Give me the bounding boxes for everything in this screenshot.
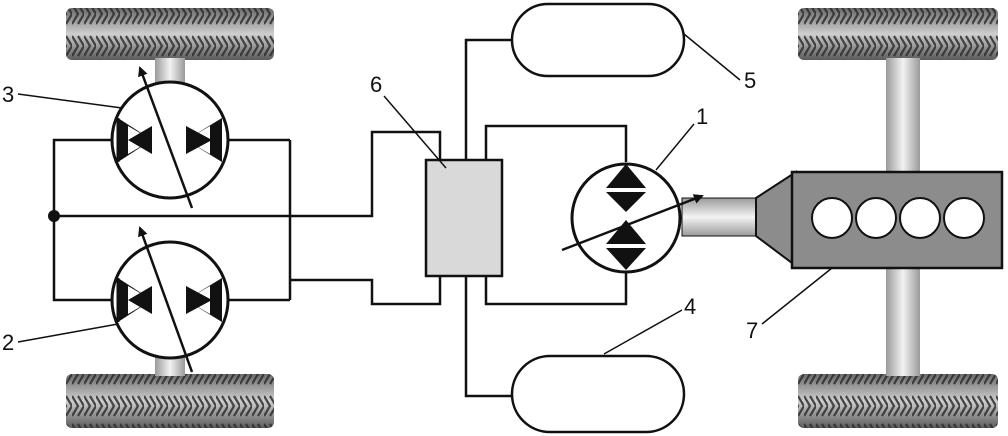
tire-bottom-right (798, 374, 998, 428)
accumulator-4 (510, 354, 686, 434)
valve-block-6 (424, 158, 504, 278)
label-5: 5 (744, 68, 756, 93)
tire-bottom-left (66, 374, 274, 428)
line-junction (48, 210, 60, 222)
engine-cylinder-1 (811, 197, 853, 239)
pump-drive-shaft (681, 197, 757, 237)
engine-7 (755, 170, 1004, 270)
label-4: 4 (684, 294, 696, 319)
label-2: 2 (2, 330, 14, 355)
label-1: 1 (696, 104, 708, 129)
engine-cylinder-3 (899, 197, 941, 239)
leader-lines (17, 33, 833, 355)
engine-cylinder-2 (855, 197, 897, 239)
label-3: 3 (2, 82, 14, 107)
label-6: 6 (370, 72, 382, 97)
label-7: 7 (746, 318, 758, 343)
accumulator-5 (510, 2, 686, 78)
engine-cylinder-4 (943, 197, 985, 239)
tire-top-right (798, 8, 998, 60)
tire-top-left (66, 8, 274, 60)
hydraulic-pump-1 (561, 162, 704, 274)
hydraulic-motor-2 (110, 226, 230, 373)
hydraulic-motor-3 (110, 66, 230, 209)
hydraulic-lines (52, 38, 628, 398)
